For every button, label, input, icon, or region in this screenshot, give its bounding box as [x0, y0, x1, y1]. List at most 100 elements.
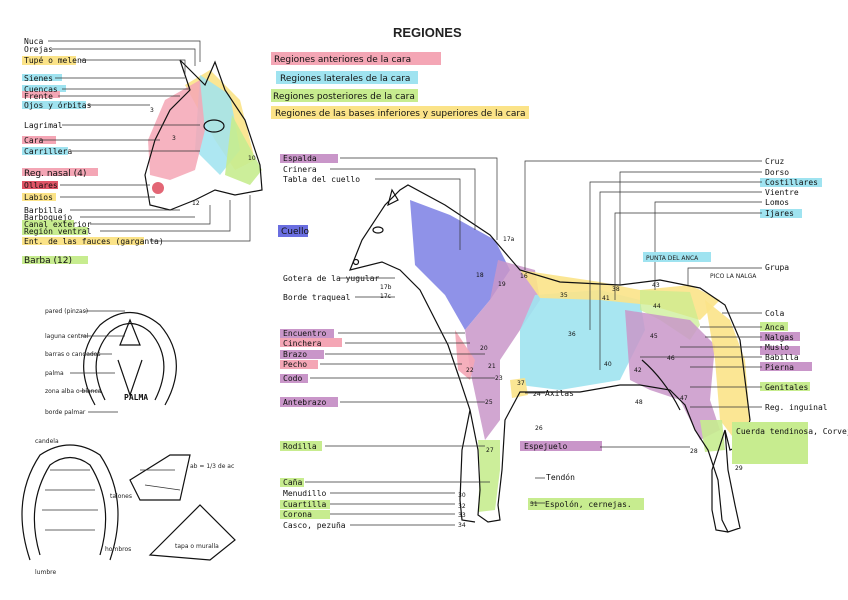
svg-text:22: 22: [466, 367, 474, 374]
svg-text:10: 10: [248, 155, 256, 162]
svg-text:43: 43: [652, 282, 660, 289]
horse-left-labels: Espalda Crinera Tabla del cuello Cuello …: [278, 154, 498, 530]
label-frente: Frente: [24, 92, 53, 101]
label-cara: Cara: [24, 136, 43, 145]
label-reg-nasal: Reg. nasal (4): [24, 169, 86, 179]
hoof-sole-diagram: PALMA pared (pinzas) laguna central barr…: [45, 308, 177, 416]
svg-text:34: 34: [458, 522, 466, 529]
svg-text:44: 44: [653, 303, 661, 310]
label-punta-anca: PUNTA DEL ANCA: [646, 255, 699, 262]
label-sienes: Sienes: [24, 74, 53, 83]
svg-text:37: 37: [517, 380, 525, 387]
label-cana: Caña: [283, 478, 302, 487]
horseshoe-diagram: candela lumbre hombros talones tapa o mu…: [21, 438, 236, 576]
label-cuello: Cuello: [281, 227, 310, 237]
legend-swatch-anterior: [271, 52, 441, 65]
svg-text:28: 28: [690, 448, 698, 455]
svg-text:40: 40: [604, 361, 612, 368]
diagram-title: REGIONES: [393, 25, 462, 40]
label-brazo: Brazo: [283, 350, 307, 359]
label-cuencas: Cuencas: [24, 85, 58, 94]
svg-text:41: 41: [602, 295, 610, 302]
svg-text:16: 16: [520, 273, 528, 280]
shoe-note: ab = 1/3 de ac: [190, 463, 234, 470]
label-babilla: Babilla: [765, 353, 799, 362]
svg-text:32: 32: [458, 503, 466, 510]
label-barba: Barba (12): [24, 256, 72, 266]
label-pico-nalga: PICO LA NALGA: [710, 273, 757, 280]
label-pecho: Pecho: [283, 360, 307, 369]
label-carrillera: Carrillera: [24, 147, 72, 156]
svg-text:45: 45: [650, 333, 658, 340]
region-numbers: 17a 17b 17c 16 35 36 37 38 40 41 42 43 4…: [380, 236, 743, 529]
label-nalgas: Nalgas: [765, 333, 794, 342]
legend-swatch-lateral: [276, 71, 418, 84]
label-borde-traqueal: Borde traqueal: [283, 293, 351, 302]
label-cinchera: Cinchera: [283, 339, 322, 348]
label-espolon: Espolón, cernejas.: [545, 499, 632, 509]
svg-text:12: 12: [192, 200, 200, 207]
label-espalda: Espalda: [283, 154, 317, 163]
svg-text:18: 18: [476, 272, 484, 279]
svg-text:42: 42: [634, 367, 642, 374]
svg-text:17b: 17b: [380, 284, 392, 291]
label-cuartilla: Cuartilla: [283, 500, 327, 509]
label-pierna: Pierna: [765, 363, 794, 372]
label-axilas: Axilas: [545, 389, 574, 398]
label-lumbre: lumbre: [35, 569, 56, 576]
label-barbilla: Barbilla: [24, 206, 63, 215]
label-costillares: Costillares: [765, 178, 818, 187]
legend-bases: Regiones de las bases inferiores y super…: [275, 109, 526, 119]
label-nuca: Nuca: [24, 37, 43, 46]
label-barboquejo: Barboquejo: [24, 213, 72, 222]
legend-swatch-posterior: [271, 89, 418, 102]
svg-text:25: 25: [485, 399, 493, 406]
label-genitales: Genitales: [765, 383, 809, 392]
label-fauces: Ent. de las fauces (garganta): [24, 237, 164, 246]
svg-text:17c: 17c: [380, 293, 391, 300]
svg-text:26: 26: [535, 425, 543, 432]
label-borde-palmar: borde palmar: [45, 409, 86, 416]
label-tupe: Tupé o melena: [24, 55, 87, 65]
label-antebrazo: Antebrazo: [283, 398, 327, 407]
label-lagrimal: Lagrimal: [24, 121, 63, 130]
label-hombros: hombros: [105, 546, 131, 553]
label-vientre: Vientre: [765, 188, 799, 197]
svg-text:17a: 17a: [503, 236, 515, 243]
label-rodilla: Rodilla: [283, 442, 317, 451]
label-grupa: Grupa: [765, 263, 789, 272]
label-casco: Casco, pezuña: [283, 521, 346, 530]
label-tendon: Tendón: [546, 472, 575, 482]
svg-text:21: 21: [488, 363, 496, 370]
svg-text:3: 3: [172, 135, 176, 142]
label-region-ventral: Región ventral: [24, 226, 92, 236]
svg-text:30: 30: [458, 492, 466, 499]
svg-text:48: 48: [635, 399, 643, 406]
legend-posterior: Regiones posteriores de la cara: [273, 92, 415, 102]
label-muslo: Muslo: [765, 343, 789, 352]
head-diagram: [144, 59, 263, 211]
svg-text:27: 27: [486, 447, 494, 454]
label-dorso: Dorso: [765, 168, 789, 177]
svg-text:24: 24: [533, 391, 541, 398]
label-tapa: tapa o muralla: [175, 543, 219, 550]
label-anca: Anca: [765, 323, 784, 332]
svg-text:29: 29: [735, 465, 743, 472]
label-palma: palma: [45, 370, 64, 377]
label-pared: pared (pinzas): [45, 308, 88, 315]
hoof-title: PALMA: [124, 393, 148, 402]
horse-mid-labels: PUNTA DEL ANCA PICO LA NALGA Axilas Espe…: [520, 252, 757, 510]
label-menudillo: Menudillo: [283, 489, 327, 498]
label-corona: Corona: [283, 510, 312, 519]
label-crinera: Crinera: [283, 165, 317, 174]
svg-text:3: 3: [150, 107, 154, 114]
horse-body: [349, 184, 751, 533]
svg-text:19: 19: [498, 281, 506, 288]
svg-text:33: 33: [458, 512, 466, 519]
label-codo: Codo: [283, 374, 302, 383]
label-candela: candela: [35, 438, 59, 445]
svg-text:23: 23: [495, 375, 503, 382]
label-cuerda-tendinosa: Cuerda tendinosa, Corvejón: [736, 426, 848, 436]
label-canal-exterior: Canal exterior: [24, 220, 92, 229]
label-tabla-cuello: Tabla del cuello: [283, 175, 360, 184]
